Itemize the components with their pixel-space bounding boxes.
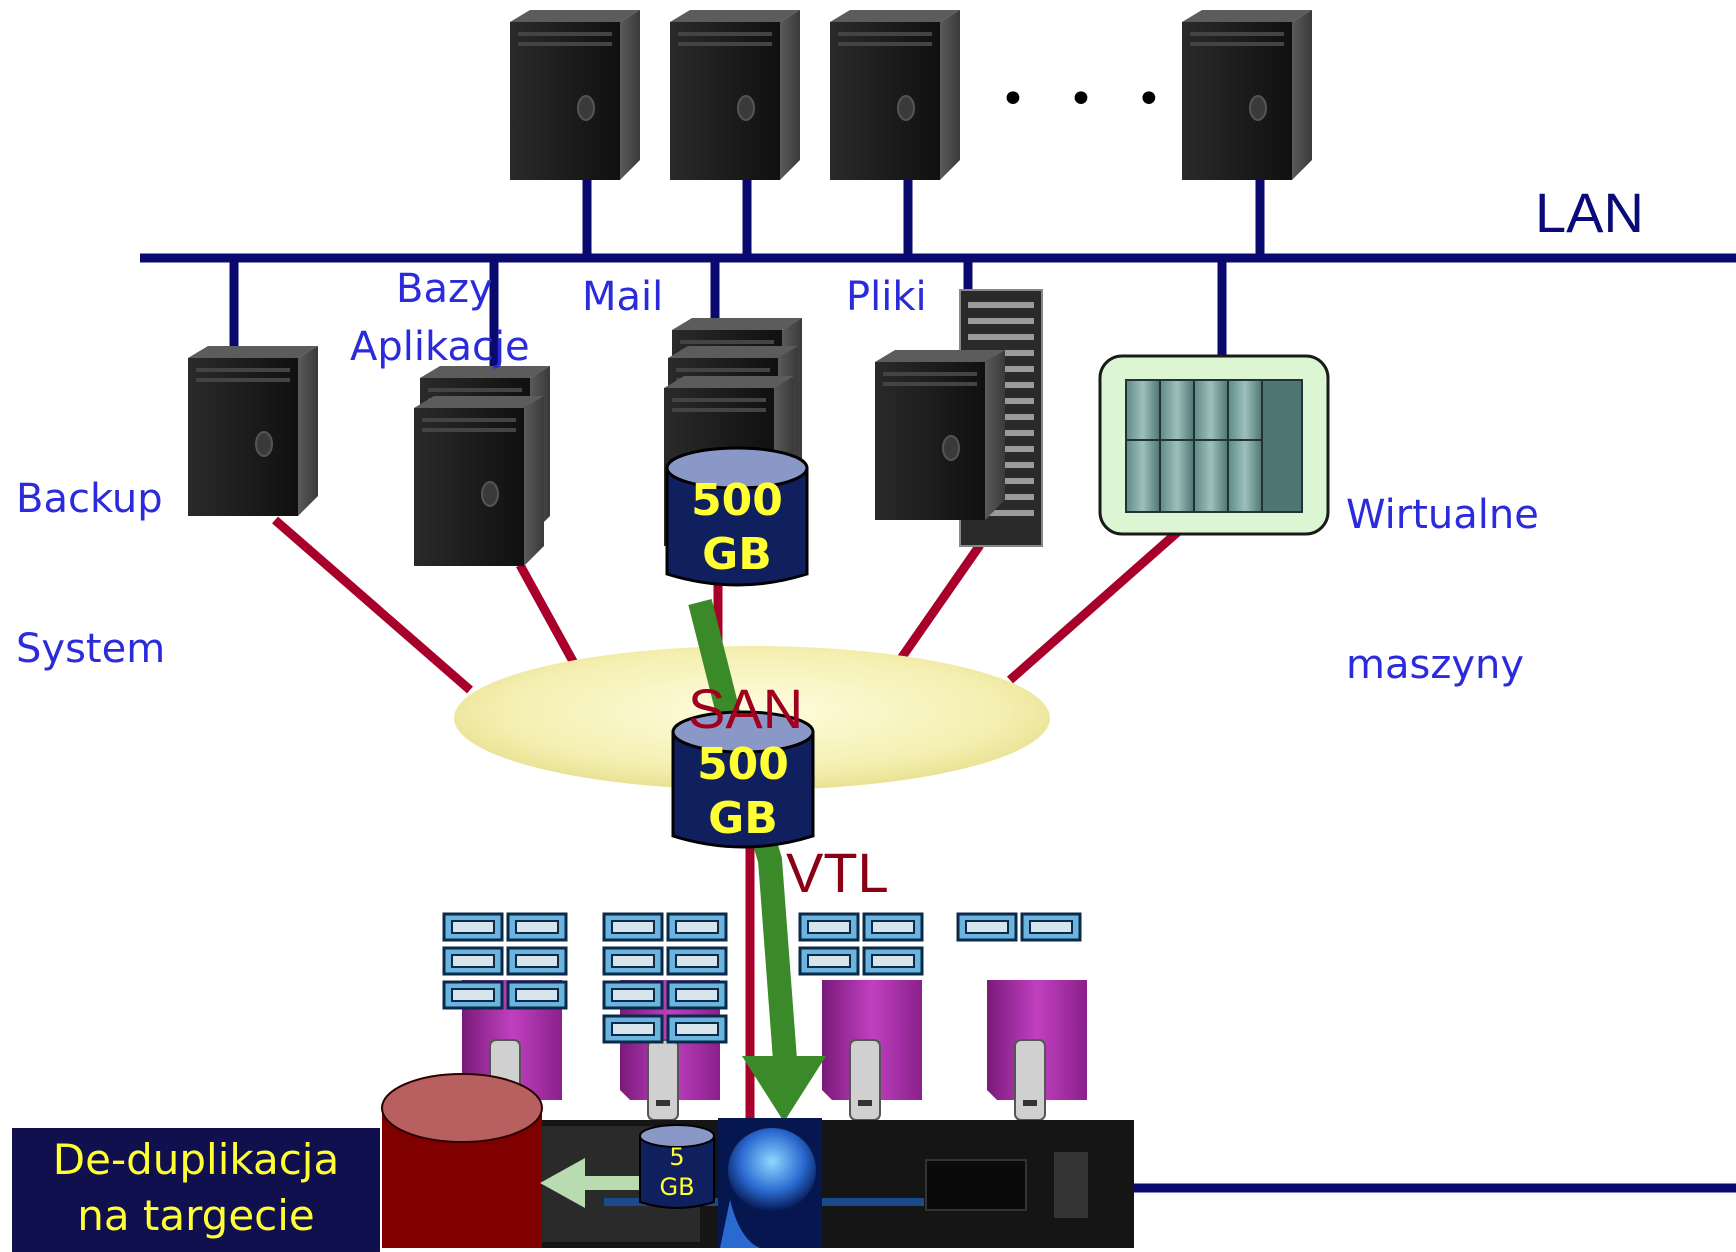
source-cylinder-icon (665, 446, 809, 587)
san-label: SAN (688, 677, 804, 740)
bazy-label: Bazy (396, 266, 493, 312)
target-storage-cylinder-icon (381, 1073, 543, 1248)
backup-system-label: Backup System (16, 374, 165, 724)
san-cylinder-text: 500 GB (673, 738, 813, 846)
vtl-label: VTL (786, 841, 889, 904)
san-cylinder-unit: GB (708, 793, 778, 844)
backup-label-line1: Backup (16, 476, 163, 522)
dedup-cylinder-unit: GB (659, 1173, 695, 1201)
aplikacje-label: Aplikacje (350, 324, 530, 370)
source-cylinder-text: 500 GB (667, 474, 807, 582)
brain-head-icon (718, 1118, 822, 1248)
dedup-cylinder-text: 5 GB (642, 1142, 712, 1202)
tape-library-icon (798, 912, 924, 1121)
dedup-caption-line2: na targecie (77, 1191, 315, 1240)
wirtualne-label-line2: maszyny (1346, 642, 1525, 688)
wirtualne-label-line1: Wirtualne (1346, 492, 1539, 538)
database-server-icon (413, 365, 551, 567)
dedup-caption-box: De-duplikacja na targecie (12, 1128, 380, 1252)
tape-library-icon (956, 912, 1088, 1121)
dedup-arrow (540, 1158, 640, 1208)
dedup-cylinder-icon (639, 1124, 715, 1209)
backup-server-icon (187, 345, 319, 517)
tape-library-icon (602, 912, 728, 1121)
lan-label: LAN (1535, 181, 1644, 244)
server-tower-icon (1181, 9, 1313, 181)
dedup-caption-line1: De-duplikacja (52, 1135, 340, 1184)
source-cylinder-unit: GB (702, 529, 772, 580)
san-cylinder-value: 500 (697, 739, 789, 790)
source-cylinder-value: 500 (691, 475, 783, 526)
file-server-icon (874, 289, 1043, 547)
virtual-machines-icon (1098, 354, 1330, 536)
lan-drops-top (582, 180, 1265, 258)
mail-label: Mail (582, 274, 664, 320)
server-tower-icon (509, 9, 641, 181)
server-tower-icon (829, 9, 961, 181)
backup-label-line2: System (16, 626, 166, 672)
san-cylinder-icon (671, 710, 815, 849)
wirtualne-maszyny-label: Wirtualne maszyny (1346, 390, 1539, 740)
ellipsis-dots: • • • (1000, 74, 1176, 125)
server-tower-icon (669, 9, 801, 181)
pliki-label: Pliki (846, 274, 927, 320)
dedup-cylinder-value: 5 (669, 1143, 685, 1171)
